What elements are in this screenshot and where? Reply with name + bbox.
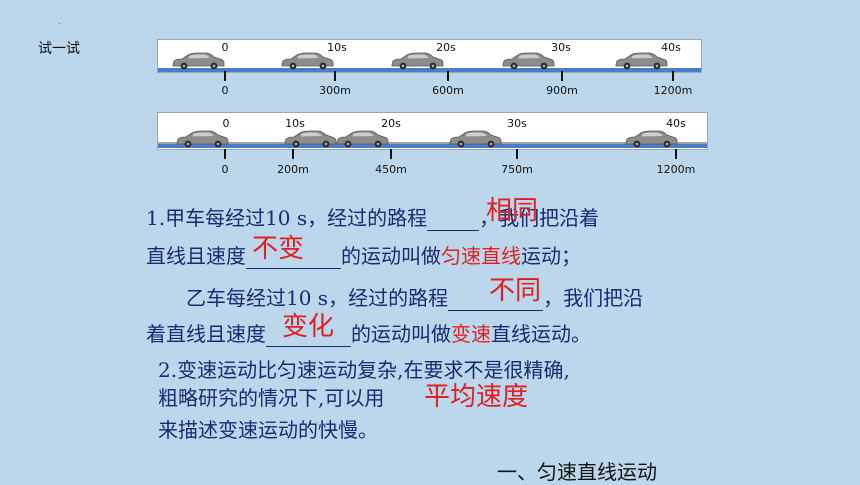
time-label: 20s: [436, 41, 456, 54]
answer-2: 不变: [252, 234, 305, 264]
time-label: 0: [221, 41, 229, 54]
time-label: 30s: [507, 117, 527, 130]
distance-tick: [390, 149, 392, 159]
car-icon: [500, 51, 556, 71]
distance-label: 200m: [277, 163, 309, 176]
time-label: 10s: [285, 117, 305, 130]
answer-4: 变化: [282, 312, 335, 342]
car-icon: [389, 51, 445, 71]
page-title: 试一试: [38, 41, 80, 57]
decorative-dot: .: [58, 17, 61, 26]
road-line: [158, 68, 701, 72]
question-1-line-1: 1.甲车每经过10 s，经过的路程 ，我们把沿着: [146, 202, 599, 231]
distance-tick: [516, 149, 518, 159]
car-a-diagram: [157, 39, 702, 73]
time-label: 30s: [551, 41, 571, 54]
question-2-line-1: 2.变速运动比匀速运动复杂,在要求不是很精确,: [158, 358, 570, 382]
car-icon: [613, 51, 669, 71]
distance-label: 1200m: [653, 84, 693, 97]
answer-5: 平均速度: [424, 382, 529, 412]
distance-label: 900m: [546, 84, 578, 97]
answer-blank: [246, 248, 341, 269]
answer-blank: [448, 290, 544, 311]
car-icon: [279, 51, 335, 71]
text: 的运动叫做: [351, 322, 451, 346]
distance-tick: [292, 149, 294, 159]
answer-blank: [427, 210, 480, 231]
time-label: 40s: [661, 41, 681, 54]
distance-tick: [447, 71, 449, 81]
question-1-line-3: 乙车每经过10 s，经过的路程 ，我们把沿: [186, 282, 643, 311]
distance-tick: [224, 71, 226, 81]
answer-1: 相同: [486, 196, 539, 226]
distance-tick: [561, 71, 563, 81]
question-1-line-4: 着直线且速度 的运动叫做变速直线运动。: [146, 318, 591, 347]
car-icon: [282, 129, 338, 149]
text: 的运动叫做: [341, 244, 441, 268]
text: ，我们把沿着: [479, 206, 600, 230]
distance-label: 600m: [432, 84, 464, 97]
time-label: 40s: [666, 117, 686, 130]
highlight-term: 匀速直线: [441, 244, 521, 268]
time-label: 0: [222, 117, 230, 130]
answer-blank: [266, 326, 351, 347]
text: ，我们把沿: [543, 286, 644, 310]
text: 乙车每经过10 s，经过的路程: [186, 286, 449, 310]
road-line: [158, 142, 707, 144]
text: 1.甲车每经过10 s，经过的路程: [146, 206, 428, 230]
time-label: 20s: [381, 117, 401, 130]
highlight-term: 变速: [451, 322, 491, 346]
car-icon: [170, 51, 226, 71]
distance-label: 0: [221, 84, 229, 97]
distance-tick: [334, 71, 336, 81]
time-label: 10s: [327, 41, 347, 54]
text: 直线且速度: [146, 244, 246, 268]
car-icon: [174, 129, 230, 149]
question-2-line-2: 粗略研究的情况下,可以用: [158, 386, 385, 410]
distance-label: 0: [221, 163, 229, 176]
car-icon: [623, 129, 679, 149]
distance-label: 300m: [319, 84, 351, 97]
question-2-line-3: 来描述变速运动的快慢。: [158, 418, 378, 442]
distance-tick: [672, 71, 674, 81]
distance-label: 450m: [375, 163, 407, 176]
car-icon: [447, 129, 503, 149]
distance-tick: [675, 149, 677, 159]
text: 直线运动。: [491, 322, 591, 346]
distance-label: 750m: [501, 163, 533, 176]
distance-tick: [224, 149, 226, 159]
road-line: [158, 144, 707, 148]
question-1-line-2: 直线且速度 的运动叫做匀速直线运动；: [146, 240, 581, 269]
distance-label: 1200m: [656, 163, 696, 176]
text: 着直线且速度: [146, 322, 266, 346]
text: 运动；: [521, 244, 581, 268]
car-icon: [334, 129, 390, 149]
car-b-diagram: [157, 112, 708, 150]
answer-3: 不同: [489, 276, 542, 306]
section-heading: 一、匀速直线运动: [497, 460, 657, 484]
